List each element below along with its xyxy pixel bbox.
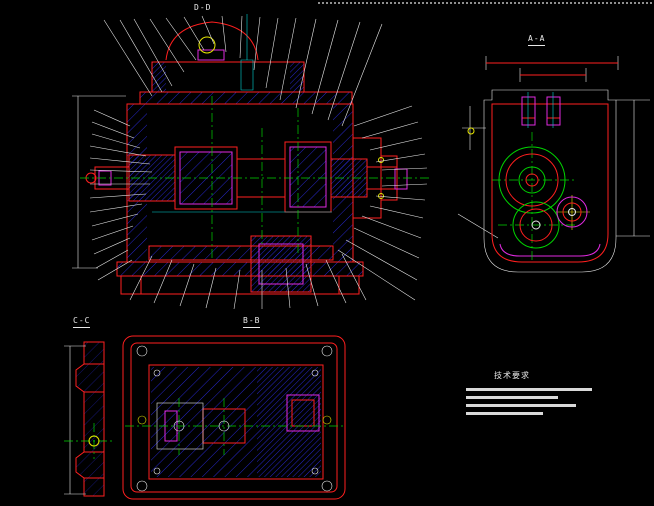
dowel-hole bbox=[322, 415, 332, 425]
tapped-hole bbox=[153, 369, 161, 377]
plan-section-view bbox=[122, 335, 346, 500]
gear-centerlines bbox=[492, 132, 576, 262]
section-label-a: A-A bbox=[528, 35, 546, 46]
plan-centerlines bbox=[125, 398, 343, 455]
gear-lower-root-circle bbox=[519, 208, 553, 242]
tech-notes-line bbox=[466, 412, 543, 415]
dimension-lines bbox=[72, 95, 126, 269]
side-section-view bbox=[457, 56, 650, 273]
mount-hole bbox=[88, 435, 100, 447]
hatch-region bbox=[151, 367, 257, 477]
housing-inner-and-dim-lines bbox=[486, 62, 618, 263]
bolt-hole bbox=[321, 480, 333, 492]
gear-small-outer bbox=[556, 196, 588, 228]
hatch-region bbox=[290, 62, 304, 92]
small-gear-cross bbox=[556, 195, 590, 230]
oil-plug bbox=[198, 36, 216, 54]
tech-notes-line bbox=[466, 396, 558, 399]
gear-small-root bbox=[562, 202, 582, 222]
seal-and-key-details bbox=[98, 49, 408, 285]
bolt-dot bbox=[378, 157, 384, 163]
hatch-region bbox=[257, 367, 321, 477]
tapped-hole bbox=[311, 467, 319, 475]
gear-large-bore bbox=[525, 173, 539, 187]
gear-lower-bore bbox=[531, 220, 541, 230]
profile-dimension bbox=[64, 345, 86, 495]
gear-large-pitch-circle bbox=[498, 146, 566, 214]
tech-notes-line bbox=[466, 404, 576, 407]
dowel-dot bbox=[467, 127, 475, 135]
hatch-region bbox=[251, 236, 311, 292]
bolt-centers bbox=[527, 92, 554, 128]
section-label-d: D-D bbox=[194, 3, 212, 12]
base-inner-outline bbox=[130, 342, 338, 493]
base-flange-outline bbox=[122, 335, 346, 500]
bolt-bosses-and-rib bbox=[499, 96, 601, 257]
tech-notes-line bbox=[466, 388, 592, 391]
shaft-hole bbox=[218, 420, 230, 432]
sheet-edge-marks bbox=[318, 2, 652, 4]
gear-hatch bbox=[290, 147, 326, 207]
pocket-outline bbox=[286, 394, 320, 432]
profile-section-view bbox=[64, 341, 114, 497]
gear-lower-pitch-circle bbox=[512, 201, 560, 249]
gear-large-hub bbox=[518, 166, 546, 194]
bracket-outline bbox=[75, 341, 105, 497]
gear-large-root-circle bbox=[505, 153, 559, 207]
technical-notes: 技术要求 bbox=[466, 370, 596, 420]
tech-notes-title: 技术要求 bbox=[494, 371, 530, 380]
bolt-hole bbox=[321, 345, 333, 357]
cavity-outline bbox=[148, 364, 324, 480]
tapped-hole bbox=[153, 467, 161, 475]
hatch-region bbox=[152, 62, 166, 92]
hatch-region bbox=[140, 92, 352, 104]
gear-small-bore bbox=[568, 208, 576, 216]
bearing-cap bbox=[156, 402, 204, 450]
section-label-c: C-C bbox=[73, 317, 91, 328]
hatch-region bbox=[117, 262, 363, 276]
bolt-hole bbox=[136, 345, 148, 357]
bracket-fill bbox=[76, 342, 104, 496]
tapped-hole bbox=[311, 369, 319, 377]
callout-leader-lines bbox=[89, 15, 428, 310]
section-label-b: B-B bbox=[243, 317, 261, 328]
dowel-hole bbox=[137, 415, 147, 425]
bolt-hole bbox=[136, 480, 148, 492]
main-section-view bbox=[72, 14, 430, 310]
centerlines bbox=[80, 96, 430, 258]
breather-and-aux-lines bbox=[152, 14, 332, 213]
shaft-hole bbox=[173, 420, 185, 432]
